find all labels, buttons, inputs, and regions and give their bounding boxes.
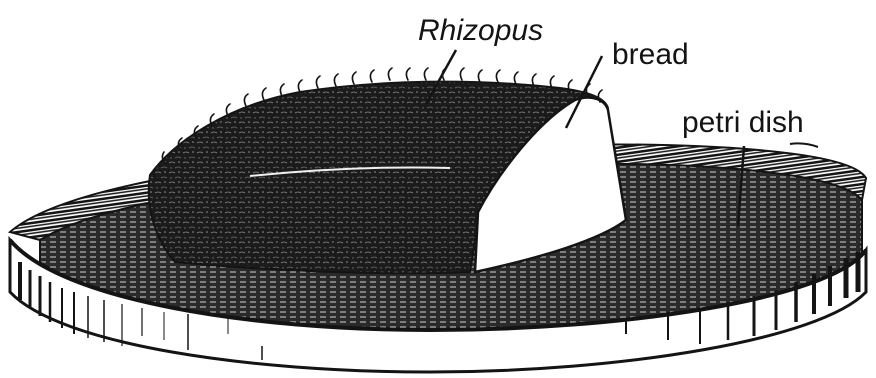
- label-petri-dish-text: petri dish: [682, 106, 804, 139]
- bread: [149, 68, 626, 273]
- label-rhizopus-text: Rhizopus: [418, 14, 543, 47]
- label-underline: [790, 143, 818, 147]
- label-bread-text: bread: [612, 38, 689, 71]
